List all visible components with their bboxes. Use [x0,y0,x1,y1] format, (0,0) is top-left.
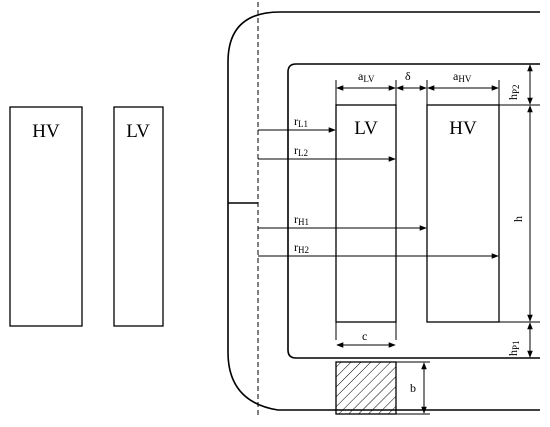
radius-rh2-label: rH2 [294,240,309,255]
hatched-section [335,361,397,415]
window-hv-coil: HV [426,104,500,323]
dim-h-label: h [511,216,525,222]
window-hv-label: HV [449,118,477,139]
radius-rl1-label: rL1 [294,114,308,129]
window-lv-coil: LV [335,104,397,323]
left-lv-label: LV [126,121,150,142]
radius-rh1-label: rH1 [294,212,309,227]
left-hv-coil: HV [9,106,83,327]
dim-ahv-label: aHV [453,69,472,84]
extension-lines [335,80,540,415]
radius-rl2-label: rL2 [294,143,308,158]
core-outline [227,11,540,411]
dim-c-label: c [362,329,367,343]
dim-hp1-label: hP1 [506,340,521,356]
left-hv-label: HV [32,121,60,142]
dim-hp2-label: hP2 [506,84,521,100]
window-lv-label: LV [354,118,378,139]
left-lv-coil: LV [113,106,164,327]
dim-delta-label: δ [405,69,411,83]
dim-alv-label: aLV [358,69,375,84]
dim-b-label: b [410,381,416,395]
